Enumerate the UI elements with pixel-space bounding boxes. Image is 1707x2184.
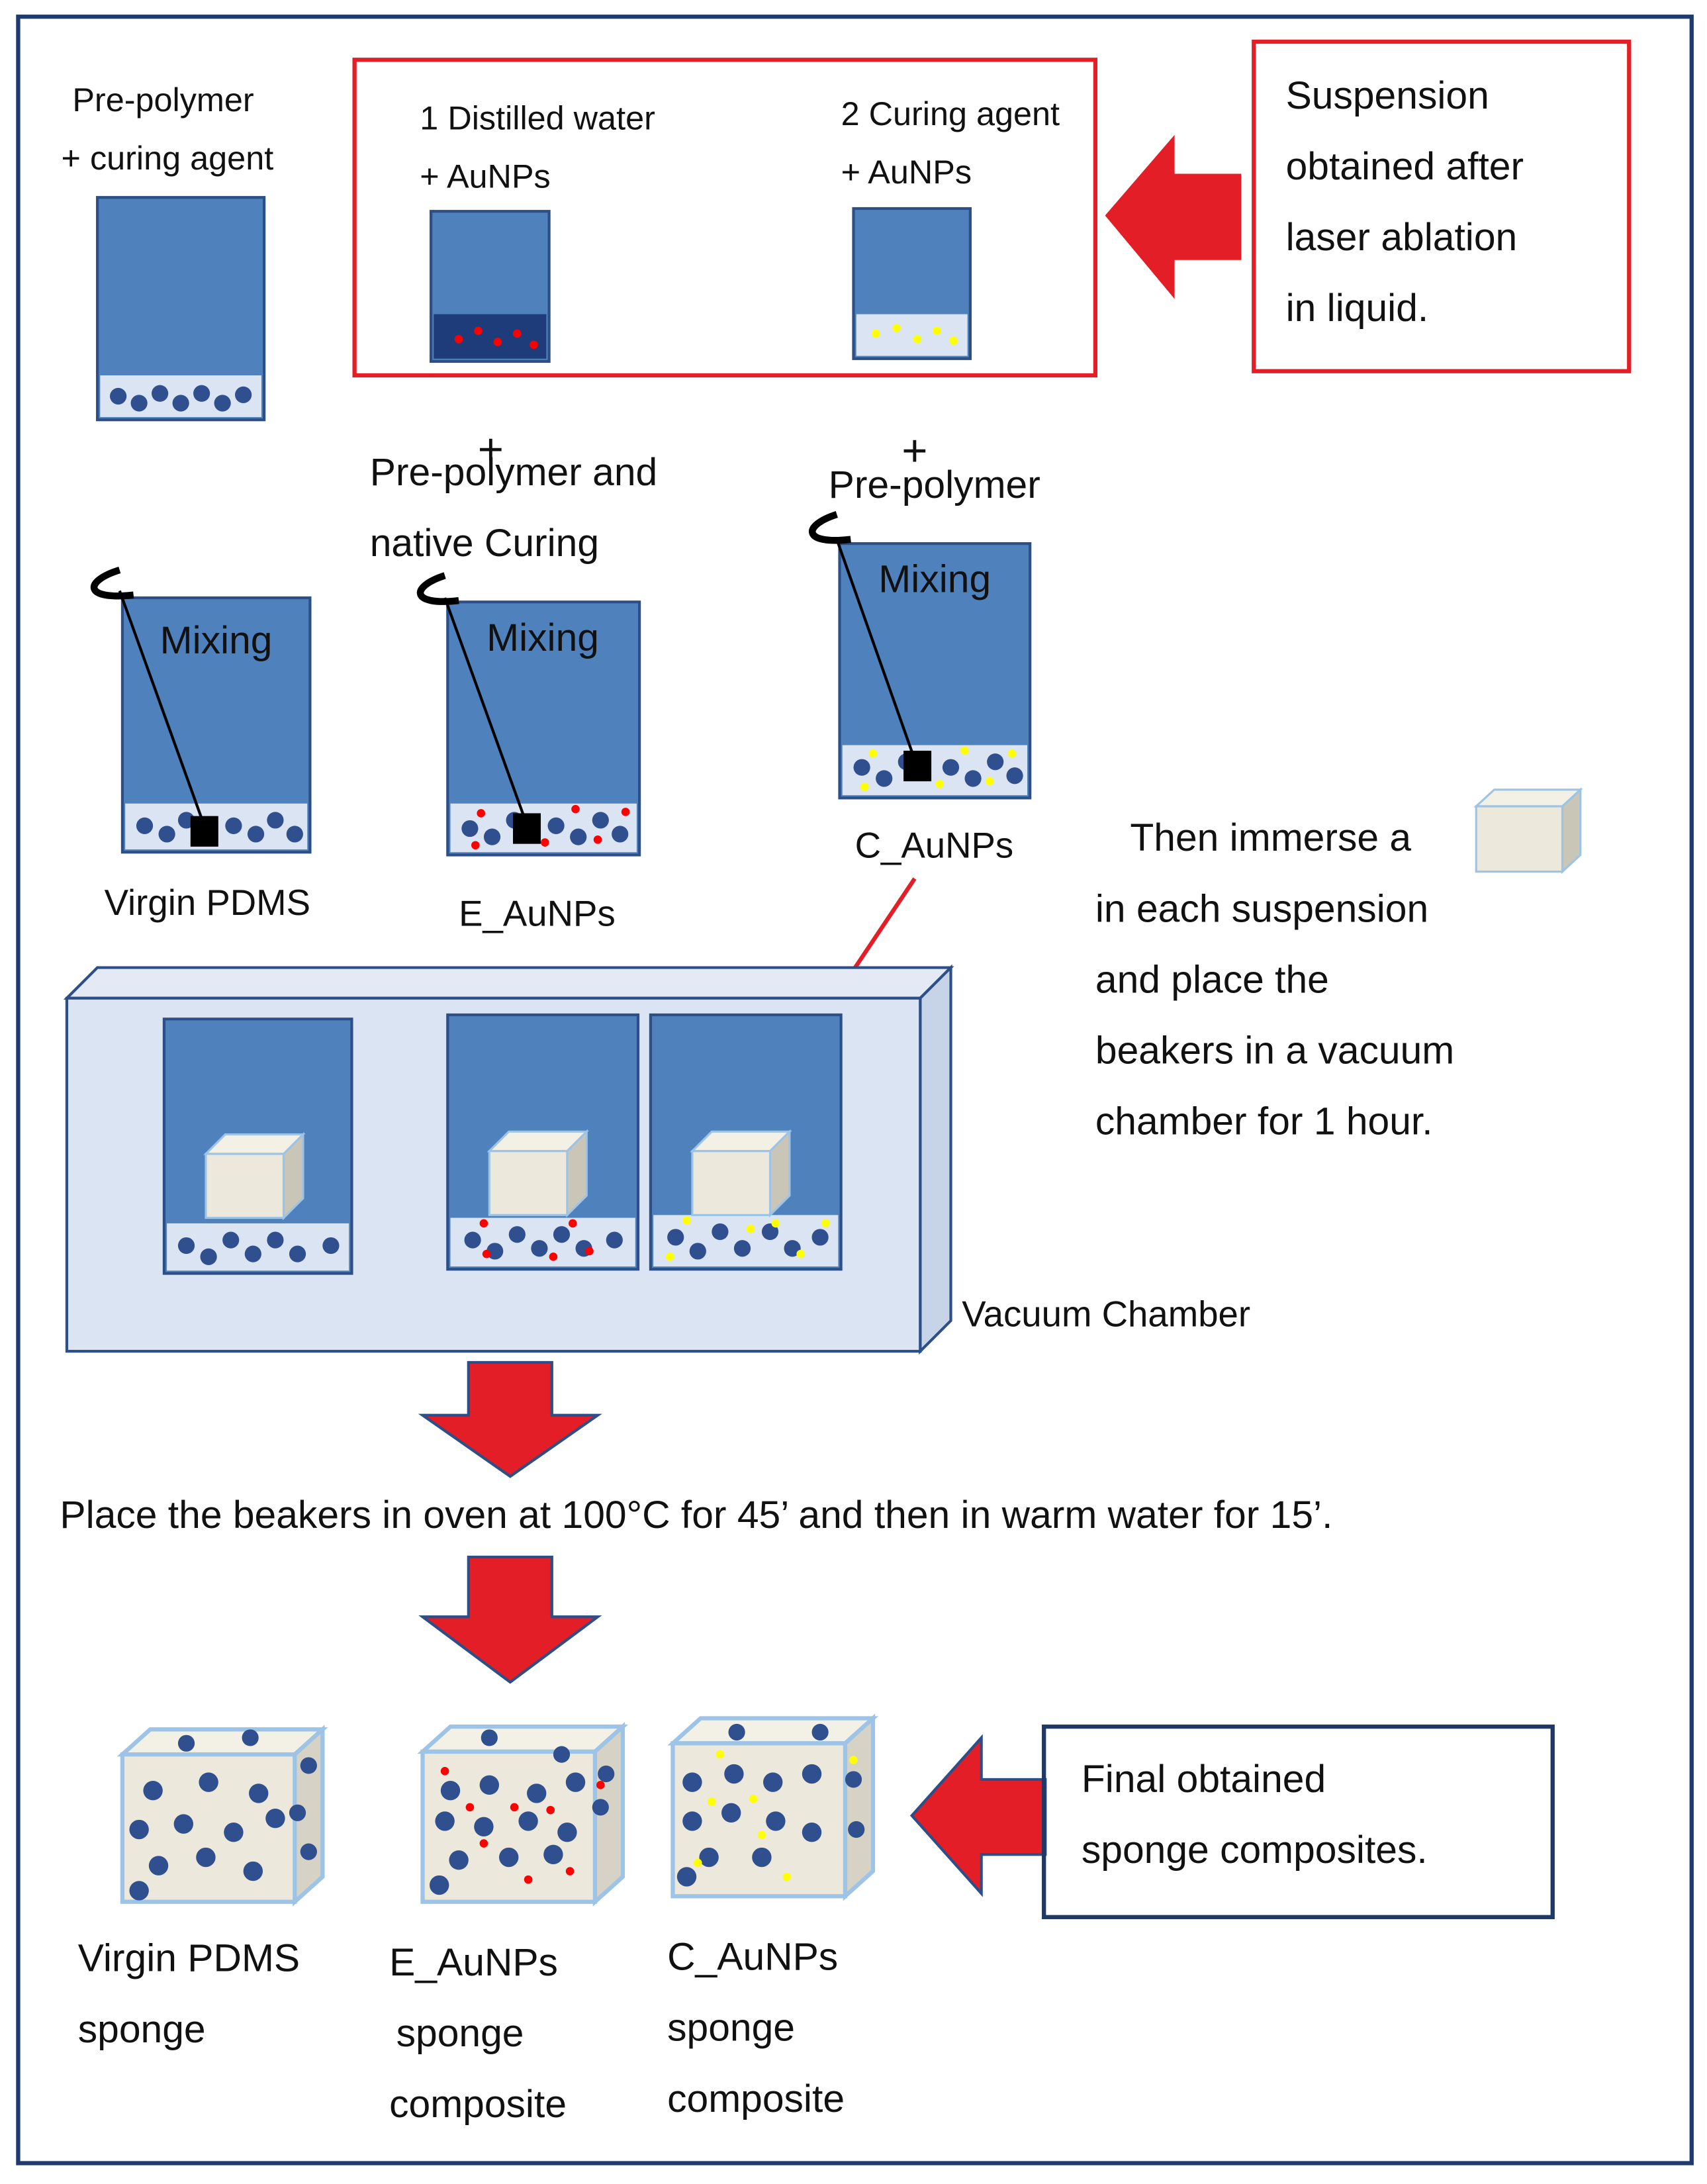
suspension-note-box: [1252, 39, 1632, 373]
mixing-beaker-e-aunps: Mixing: [416, 572, 641, 857]
chamber-beaker-virgin: [162, 1018, 353, 1275]
plus-sign-1: +: [478, 424, 504, 474]
suspension-note: Suspension obtained after laser ablation…: [1286, 74, 1535, 330]
mixing-label: Mixing: [160, 619, 273, 662]
chamber-beaker-e-aunps: [446, 1013, 640, 1271]
bead-cluster: [110, 385, 252, 412]
option1-label: 1 Distilled water + AuNPs: [420, 99, 665, 195]
add2-label: Pre-polymer: [829, 463, 1040, 506]
prepolymer-beaker: [96, 196, 266, 422]
add1-label: Pre-polymer and native Curing: [370, 451, 669, 565]
mixing-beaker-virgin: Mixing: [91, 566, 312, 854]
prepolymer-label: Pre-polymer + curing agent: [62, 81, 274, 177]
sponge-label-c-aunps: C_AuNPs sponge composite: [667, 1936, 849, 2120]
beaker-label-e-aunps: E_AuNPs: [459, 894, 616, 934]
mixing-label: Mixing: [486, 616, 599, 659]
final-note-box: [1042, 1724, 1555, 1919]
beaker-label-virgin: Virgin PDMS: [105, 882, 310, 923]
sponge-label-e-aunps: E_AuNPs sponge composite: [389, 1941, 569, 2126]
down-arrow-1: [418, 1360, 602, 1478]
mixing-beaker-c-aunps: Mixing: [809, 510, 1032, 800]
sponge-virgin: [116, 1725, 328, 1907]
water-aunps-beaker: [430, 210, 551, 363]
suspension-options-box: [352, 58, 1098, 378]
input-arrow: [1105, 134, 1242, 299]
sponge-c-aunps: [667, 1713, 879, 1901]
oven-step-text: Place the beakers in oven at 100°C for 4…: [60, 1494, 1332, 1537]
chamber-beaker-c-aunps: [649, 1013, 843, 1271]
sponge-cube-icon: [1473, 787, 1583, 875]
option2-label: 2 Curing agent + AuNPs: [841, 95, 1069, 191]
plus-sign-2: +: [901, 426, 927, 475]
curing-aunps-beaker: [852, 207, 972, 360]
sponge-label-virgin: Virgin PDMS sponge: [78, 1937, 311, 2051]
vacuum-chamber-label: Vacuum Chamber: [962, 1294, 1250, 1334]
mixing-label: Mixing: [878, 558, 991, 601]
immerse-note: Then immerse a in each suspension and pl…: [1095, 816, 1465, 1143]
final-note: Final obtained sponge composites.: [1082, 1758, 1428, 1872]
down-arrow-2: [418, 1555, 602, 1684]
beaker-label-c-aunps: C_AuNPs: [855, 826, 1014, 866]
sponge-e-aunps: [417, 1722, 629, 1907]
